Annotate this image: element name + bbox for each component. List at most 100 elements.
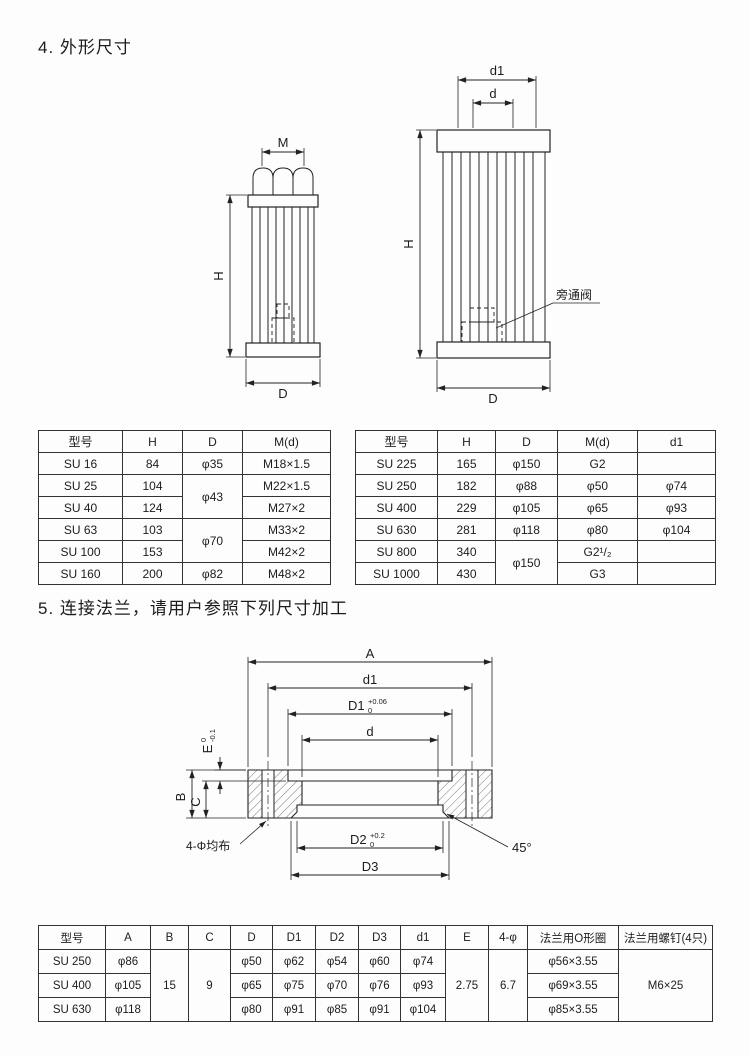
table-cell: 229 <box>437 496 496 519</box>
table-cell: G3 <box>557 562 638 585</box>
dimension-d: d <box>301 724 439 777</box>
bolt-hole-left <box>262 770 274 818</box>
label-E: E <box>200 744 215 753</box>
bottom-cap <box>245 342 321 358</box>
table-cell: 182 <box>437 474 496 497</box>
column-header: E <box>445 925 489 950</box>
large-filter-drawing: d1 d <box>401 63 600 406</box>
column-header: 法兰用O形圈 <box>527 925 619 950</box>
column-header: M(d) <box>557 430 638 453</box>
dimension-H: H <box>401 129 436 359</box>
table-cell: φ70 <box>315 973 359 998</box>
table-cell: M6×25 <box>618 949 713 1022</box>
flange-section <box>247 761 493 827</box>
table-cell: SU 400 <box>38 973 106 998</box>
column-header: H <box>122 430 183 453</box>
label-A: A <box>366 646 375 661</box>
table-cell: φ74 <box>637 474 716 497</box>
filter-body <box>251 206 315 344</box>
column-header: H <box>437 430 496 453</box>
table-cell: M27×2 <box>242 496 331 519</box>
table-cell: φ62 <box>272 949 316 974</box>
column-header: M(d) <box>242 430 331 453</box>
bypass-valve-callout: 旁通阀 <box>495 287 600 329</box>
table-cell: φ80 <box>557 518 638 541</box>
table-cell <box>637 540 716 563</box>
table-cell: φ76 <box>358 973 401 998</box>
table-cell: 430 <box>437 562 496 585</box>
table-cell: SU 400 <box>355 496 438 519</box>
column-header: D <box>495 430 558 453</box>
table-cell: 9 <box>188 949 231 1022</box>
section5-title: 5. 连接法兰，请用户参照下列尺寸加工 <box>38 599 348 618</box>
dimension-A: A <box>247 646 493 767</box>
table-cell: 104 <box>122 474 183 497</box>
column-header: D1 <box>272 925 316 950</box>
table-cell: φ93 <box>637 496 716 519</box>
table-cell: SU 800 <box>355 540 438 563</box>
top-cap <box>436 129 551 153</box>
column-header: B <box>150 925 189 950</box>
table-cell: M48×2 <box>242 562 331 585</box>
column-header: 型号 <box>355 430 438 453</box>
column-header: 型号 <box>38 925 106 950</box>
table-cell: φ91 <box>272 997 316 1022</box>
table-cell: G2 <box>557 452 638 475</box>
table-cell: SU 225 <box>355 452 438 475</box>
bottom-cap <box>436 341 551 359</box>
label-E-tol-upper: 0 <box>199 738 208 742</box>
table-cell: 103 <box>122 518 183 541</box>
table-cell: φ69×3.55 <box>527 973 619 998</box>
dimension-C: C <box>188 781 209 818</box>
table-cell: M33×2 <box>242 518 331 541</box>
label-H: H <box>211 271 226 280</box>
label-D3: D3 <box>362 859 379 874</box>
table-cell: φ70 <box>182 518 243 563</box>
column-header: A <box>105 925 151 950</box>
table-cell: φ35 <box>182 452 243 475</box>
table-cell: φ75 <box>272 973 316 998</box>
small-filter-drawing: M H <box>211 135 321 401</box>
label-E-tol-lower: -0.1 <box>208 729 217 742</box>
table-cell: 84 <box>122 452 183 475</box>
table-cell: 153 <box>122 540 183 563</box>
table-cell: φ105 <box>495 496 558 519</box>
top-cap <box>247 194 319 208</box>
table-cell: 200 <box>122 562 183 585</box>
dimension-B: B <box>173 769 246 819</box>
label-D2-tol-lower: 0 <box>370 840 374 849</box>
table-cell: φ54 <box>315 949 359 974</box>
hidden-thread-2 <box>276 303 290 319</box>
table-cell: φ105 <box>105 973 151 998</box>
table-cell: φ86 <box>105 949 151 974</box>
label-d: d <box>489 86 496 101</box>
table-cell: SU 63 <box>38 518 123 541</box>
label-D2: D2 <box>350 832 367 847</box>
bypass-valve-hidden-2 <box>469 307 495 323</box>
table-cell: G2¹/₂ <box>557 540 638 563</box>
table-cell: φ85×3.55 <box>527 997 619 1022</box>
table-cell: 6.7 <box>488 949 528 1022</box>
table-cell: SU 1000 <box>355 562 438 585</box>
dimension-d1: d1 <box>457 63 537 128</box>
table-cell: φ65 <box>557 496 638 519</box>
label-D1-tol-upper: +0.06 <box>368 697 387 706</box>
table-cell: M42×2 <box>242 540 331 563</box>
section4-title: 4. 外形尺寸 <box>38 38 132 57</box>
bolt-holes-callout: 4-Φ均布 <box>186 820 267 853</box>
table-cell: φ104 <box>637 518 716 541</box>
label-D1-tol-lower: 0 <box>368 706 372 715</box>
table-cell: φ150 <box>495 452 558 475</box>
table-cell: φ118 <box>105 997 151 1022</box>
column-header: C <box>188 925 231 950</box>
table-cell: φ118 <box>495 518 558 541</box>
table-cell: φ65 <box>230 973 273 998</box>
label-D2-tol-upper: +0.2 <box>370 831 385 840</box>
label-D: D <box>488 391 497 406</box>
